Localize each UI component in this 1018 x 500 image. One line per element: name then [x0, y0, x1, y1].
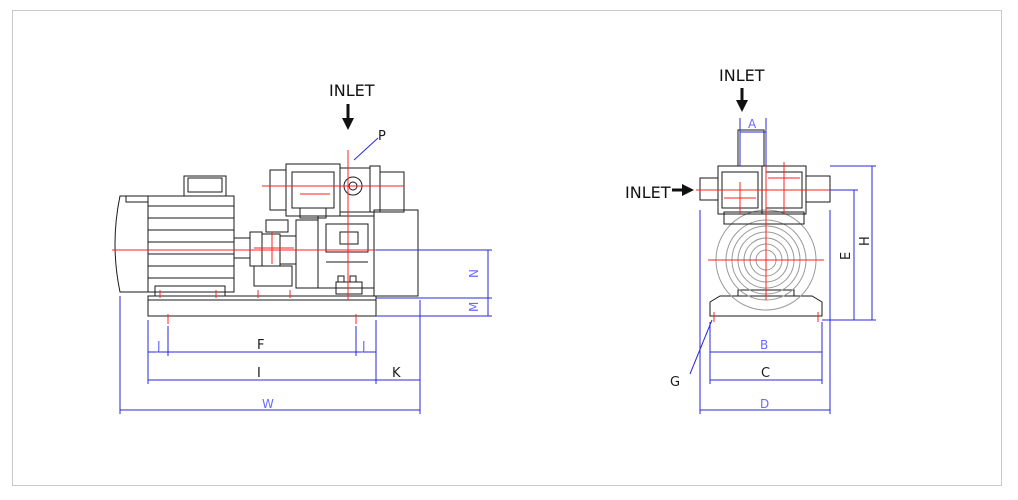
dim-label-n: N	[467, 269, 481, 278]
coupling	[233, 219, 297, 287]
dim-label-i: I	[257, 366, 261, 381]
dim-label-a: A	[748, 117, 757, 131]
dim-label-g: G	[670, 375, 680, 390]
dim-label-j-left: J	[156, 339, 161, 353]
end-inlet-side-label: INLET	[625, 183, 671, 202]
end-inlet-top-label: INLET	[719, 66, 765, 85]
end-view	[699, 129, 831, 317]
dim-label-m: M	[467, 302, 481, 312]
dim-label-b: B	[760, 338, 768, 352]
dim-label-k: K	[392, 366, 401, 381]
side-inlet-arrow	[342, 104, 354, 130]
end-view-center-lines	[696, 140, 836, 322]
side-view	[114, 163, 419, 317]
side-inlet-label: INLET	[329, 81, 375, 100]
end-view-dimensions	[689, 118, 876, 414]
end-base	[709, 295, 823, 317]
dim-label-h: H	[858, 236, 873, 246]
dim-label-f: F	[257, 338, 264, 353]
side-view-dimensions	[119, 137, 492, 414]
motor	[114, 175, 235, 293]
end-inlet-side-arrow	[672, 184, 694, 196]
dim-label-e: E	[839, 252, 854, 260]
base-plate	[147, 295, 377, 317]
dim-label-j-right: J	[361, 339, 366, 353]
end-inlet-top-arrow	[736, 88, 748, 112]
drawing-frame	[12, 10, 1002, 486]
dim-label-w: W	[262, 397, 274, 411]
dim-label-c: C	[761, 366, 770, 381]
dim-label-d: D	[760, 397, 769, 411]
dim-label-p: P	[378, 129, 386, 144]
